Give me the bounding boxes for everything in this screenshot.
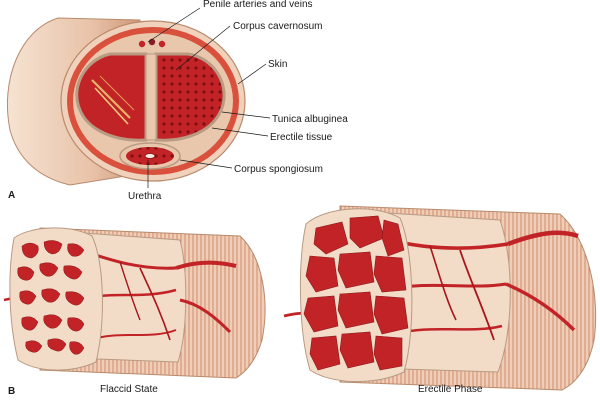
panel-a-letter: A — [8, 190, 15, 201]
label-penile-arteries-veins: Penile arteries and veins — [203, 0, 313, 10]
label-flaccid-state: Flaccid State — [100, 384, 158, 395]
urethra-lumen — [145, 154, 155, 159]
label-erectile-tissue: Erectile tissue — [270, 132, 333, 143]
label-tunica-albuginea: Tunica albuginea — [272, 114, 348, 125]
septum — [146, 54, 156, 140]
dorsal-artery-2 — [159, 41, 165, 47]
panel-b-labels: B Flaccid State Erectile Phase — [8, 384, 483, 397]
label-corpus-cavernosum: Corpus cavernosum — [233, 21, 322, 32]
label-skin: Skin — [268, 59, 287, 70]
erectile-cut-end — [300, 209, 411, 382]
panel-b-letter: B — [8, 386, 15, 397]
label-corpus-spongiosum: Corpus spongiosum — [234, 164, 323, 175]
dorsal-artery — [139, 41, 145, 47]
flaccid-cut-end — [10, 228, 102, 370]
label-erectile-phase: Erectile Phase — [418, 384, 483, 395]
label-urethra: Urethra — [128, 191, 162, 202]
